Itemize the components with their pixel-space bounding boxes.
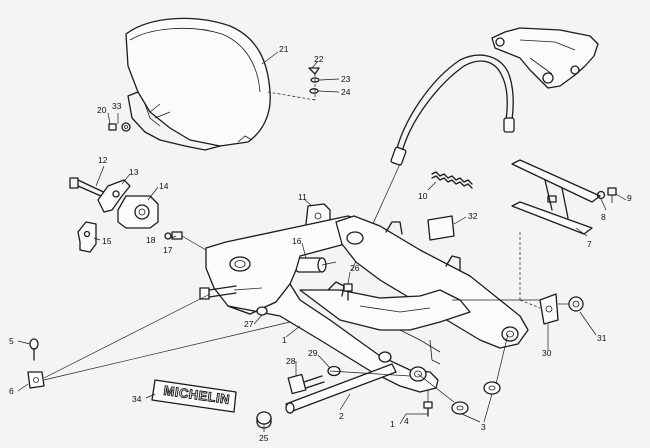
- callout-18: 18: [146, 235, 156, 245]
- callout-14: 14: [159, 181, 169, 191]
- callout-7: 7: [587, 239, 592, 249]
- callout-12: 12: [98, 155, 108, 165]
- callout-24: 24: [341, 87, 351, 97]
- part-brake-bracket: [491, 27, 599, 89]
- callout-1b: 1: [390, 419, 395, 429]
- callout-labels: 21 22 23 24 20 33 12 13 14 15 18 17 16 1…: [9, 44, 632, 443]
- part-2-axle: [285, 363, 397, 414]
- callout-29: 29: [308, 348, 318, 358]
- callout-21: 21: [279, 44, 289, 54]
- callout-1: 1: [282, 335, 287, 345]
- callout-8: 8: [601, 212, 606, 222]
- callout-15: 15: [102, 236, 112, 246]
- callout-28: 28: [286, 356, 296, 366]
- callout-2: 2: [339, 411, 344, 421]
- part-21-rear-hugger: [125, 17, 271, 151]
- part-14-adjuster: [117, 195, 159, 229]
- part-8-9-fasteners: [596, 187, 617, 203]
- part-20-33-bolt-washer: [108, 122, 131, 132]
- callout-27: 27: [244, 319, 254, 329]
- part-7-chain-guide: [511, 159, 601, 235]
- callout-25: 25: [259, 433, 269, 443]
- callout-32: 32: [468, 211, 478, 221]
- callout-20: 20: [97, 105, 107, 115]
- part-34-decal: MICHELIN: [151, 379, 237, 413]
- part-30-31-spacer: [539, 293, 584, 325]
- callout-31: 31: [597, 333, 607, 343]
- part-15-clip: [77, 221, 97, 253]
- callout-5: 5: [9, 336, 14, 346]
- part-22-24-fasteners: [267, 67, 320, 101]
- callout-33: 33: [112, 101, 122, 111]
- callout-13: 13: [129, 167, 139, 177]
- callout-4: 4: [404, 416, 409, 426]
- callout-3: 3: [481, 422, 486, 432]
- part-1-swingarm: [205, 215, 529, 393]
- part-19-bushing: [295, 257, 327, 273]
- part-pivot-bolt-left: [199, 285, 268, 316]
- part-32-plate: [427, 215, 455, 241]
- callout-11: 11: [298, 192, 307, 202]
- part-5-6-fasteners: [27, 338, 45, 389]
- leader-lines: [17, 51, 627, 432]
- part-16-18-small: [164, 231, 183, 240]
- callout-26: 26: [350, 263, 360, 273]
- callout-16: 16: [292, 236, 302, 246]
- part-28-29-bolt-washer: [287, 365, 341, 395]
- callout-23: 23: [341, 74, 351, 84]
- callout-22: 22: [314, 54, 324, 64]
- callout-9: 9: [627, 193, 632, 203]
- callout-10: 10: [418, 191, 428, 201]
- callout-6: 6: [9, 386, 14, 396]
- part-brake-hose: [351, 54, 515, 271]
- callout-30: 30: [542, 348, 552, 358]
- callout-17: 17: [163, 245, 173, 255]
- part-3-washers: [451, 381, 501, 415]
- part-13-bracket: [97, 179, 131, 213]
- part-10-chain: [431, 171, 473, 189]
- callout-34: 34: [132, 394, 142, 404]
